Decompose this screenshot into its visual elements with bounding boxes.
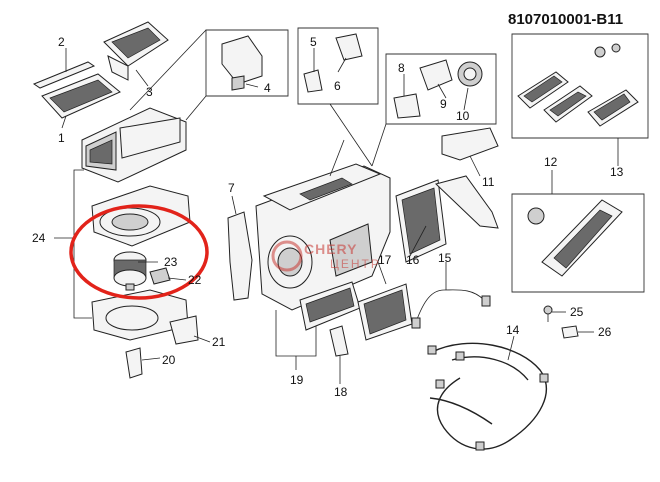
part-actuator-4 xyxy=(221,35,263,91)
part-duct-11 xyxy=(441,127,499,161)
part-air-inlet-grille xyxy=(103,21,169,81)
part-18 xyxy=(329,325,349,357)
box-part-4 xyxy=(205,29,289,97)
callout-23: 23 xyxy=(164,255,178,269)
part-actuator-9 xyxy=(419,59,453,91)
callout-10: 10 xyxy=(456,109,470,123)
box-part-13 xyxy=(511,33,649,139)
callout-2: 2 xyxy=(58,35,65,49)
part-blower-resistor xyxy=(149,267,171,285)
part-actuator-6 xyxy=(335,33,363,61)
callout-25: 25 xyxy=(570,305,584,319)
leader-lines xyxy=(61,29,619,384)
callout-6: 6 xyxy=(334,79,341,93)
part-heater-flap-12 xyxy=(527,199,623,277)
box-parts-5-6 xyxy=(297,27,379,105)
part-motor-10 xyxy=(457,61,483,87)
part-clip-26 xyxy=(561,325,579,339)
callout-3: 3 xyxy=(146,85,153,99)
part-blower-motor xyxy=(113,251,147,291)
callout-24: 24 xyxy=(32,231,46,245)
callout-22: 22 xyxy=(188,273,202,287)
part-bracket-20 xyxy=(125,347,143,379)
part-heater-core-16 xyxy=(395,175,499,263)
part-cabin-filter xyxy=(32,61,121,119)
part-wiring-harness-14 xyxy=(427,342,549,451)
callout-19: 19 xyxy=(290,373,304,387)
callout-21: 21 xyxy=(212,335,226,349)
callout-4: 4 xyxy=(264,81,271,95)
part-blower-housing xyxy=(91,185,191,247)
callout-5: 5 xyxy=(310,35,317,49)
watermark-brand: CHERY xyxy=(304,241,358,257)
callout-9: 9 xyxy=(440,97,447,111)
callout-13: 13 xyxy=(610,165,624,179)
callout-7: 7 xyxy=(228,181,235,195)
callout-labels: 1 2 3 4 5 6 7 8 9 10 11 12 13 14 15 16 1… xyxy=(32,35,624,399)
watermark-sub: ЦЕНТР xyxy=(330,257,381,271)
callout-20: 20 xyxy=(162,353,176,367)
part-actuator-5 xyxy=(303,69,323,93)
part-upper-housing xyxy=(81,107,187,183)
part-lower-housing xyxy=(91,289,199,345)
callout-12: 12 xyxy=(544,155,558,169)
reference-code: 8107010001-B11 xyxy=(508,11,623,28)
part-evaporator-17 xyxy=(357,283,413,341)
watermark: CHERY ЦЕНТР xyxy=(271,240,381,272)
part-sensor-wire-15 xyxy=(411,289,491,329)
callout-17: 17 xyxy=(378,253,392,267)
part-flaps-13 xyxy=(517,43,639,127)
callout-26: 26 xyxy=(598,325,612,339)
callout-1: 1 xyxy=(58,131,65,145)
callout-15: 15 xyxy=(438,251,452,265)
box-part-12 xyxy=(511,193,645,293)
callout-11: 11 xyxy=(482,175,495,189)
callout-8: 8 xyxy=(398,61,405,75)
callout-18: 18 xyxy=(334,385,348,399)
part-duct-7 xyxy=(227,211,253,301)
part-screw-25 xyxy=(543,305,553,322)
callout-16: 16 xyxy=(406,253,420,267)
box-parts-8-9-10 xyxy=(385,53,497,125)
part-main-hvac-assembly xyxy=(255,163,391,331)
highlight-circle xyxy=(69,204,209,300)
callout-14: 14 xyxy=(506,323,520,337)
part-sensor-8 xyxy=(393,93,421,119)
